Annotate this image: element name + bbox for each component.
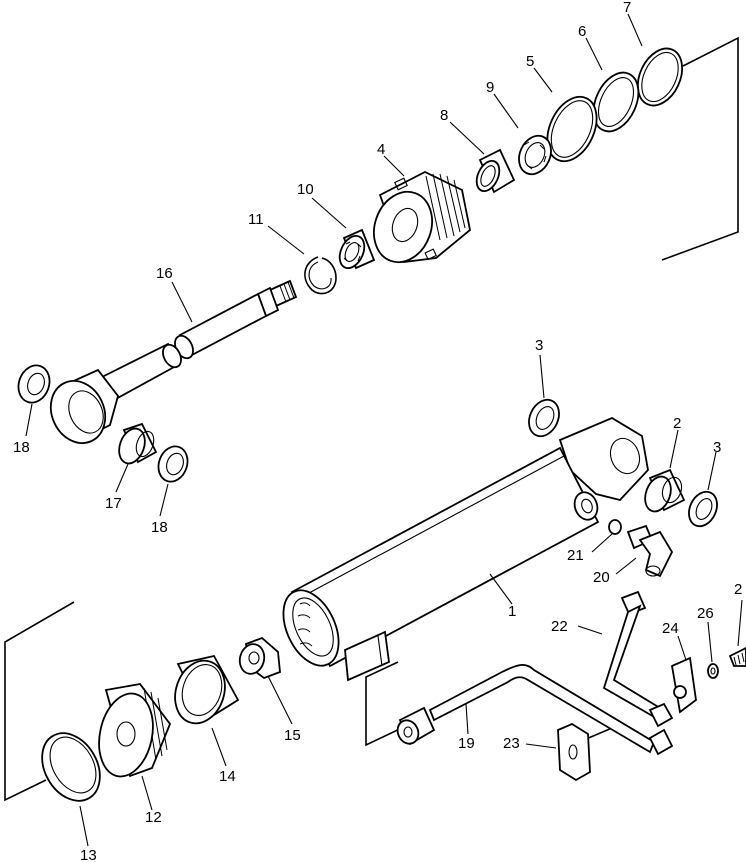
callout-1: 1 (508, 603, 516, 620)
part-5-o-ring (546, 95, 598, 163)
part-24-plate (670, 656, 697, 714)
callout-26: 26 (697, 605, 714, 622)
part-11-snap-ring (304, 256, 337, 295)
callout-12: 12 (145, 809, 162, 826)
part-3-dust-seal-right (688, 490, 718, 528)
leader-lines (25, 13, 743, 847)
callout-11: 11 (248, 211, 264, 228)
callout-5: 5 (526, 53, 534, 70)
callout-labels: 7 6 5 9 8 4 10 11 16 3 2 3 18 17 18 21 2… (13, 0, 742, 862)
callout-23: 23 (503, 735, 520, 752)
part-23-clamp (557, 722, 591, 782)
part-13-seal-ring (41, 732, 101, 802)
bracket-lines (4, 36, 739, 802)
callout-19: 19 (458, 735, 475, 752)
part-18-dust-seal-right (157, 445, 189, 483)
callout-22: 22 (551, 618, 568, 635)
callout-6: 6 (578, 23, 586, 40)
part-10-bushing (338, 228, 376, 270)
part-8-bushing (475, 148, 516, 194)
part-16-piston-rod (49, 279, 298, 444)
callout-15: 15 (284, 727, 301, 744)
callout-10: 10 (297, 181, 314, 198)
part-2-bushing (644, 468, 686, 513)
part-6-backup-ring (592, 71, 640, 133)
callout-3-upper: 3 (535, 337, 543, 354)
part-17-bushing (118, 422, 158, 465)
pipe-end-nuts (648, 702, 674, 756)
callout-3-right: 3 (713, 439, 721, 456)
part-25-bolt (728, 646, 746, 667)
callout-21: 21 (567, 547, 584, 564)
callout-4: 4 (377, 141, 385, 158)
part-14-wear-ring (174, 654, 240, 725)
part-9-packing (518, 134, 552, 176)
part-7-o-ring (636, 47, 684, 107)
part-4-cylinder-head (373, 170, 471, 264)
callout-2: 2 (673, 415, 681, 432)
callout-8: 8 (440, 107, 448, 124)
callout-17: 17 (105, 495, 122, 512)
part-20-elbow (626, 524, 674, 578)
part-26-washer (707, 663, 719, 679)
part-12-piston (98, 683, 172, 778)
callout-7: 7 (623, 0, 631, 16)
part-3-dust-seal-upper (528, 398, 560, 438)
callout-18-right: 18 (151, 519, 168, 536)
callout-25: 2 (734, 581, 742, 598)
callout-24: 24 (662, 620, 679, 637)
part-21-o-ring (608, 519, 622, 535)
part-18-dust-seal-left (17, 364, 51, 404)
callout-16: 16 (156, 265, 173, 282)
part-19-pipe (396, 664, 656, 754)
callout-13: 13 (80, 847, 97, 862)
part-15-nut (238, 636, 281, 680)
callout-18-left: 18 (13, 439, 30, 456)
callout-20: 20 (593, 569, 610, 586)
callout-9: 9 (486, 79, 494, 96)
part-22-pipe (602, 590, 662, 720)
callout-14: 14 (219, 768, 236, 785)
part-1-cylinder-tube (282, 416, 649, 682)
